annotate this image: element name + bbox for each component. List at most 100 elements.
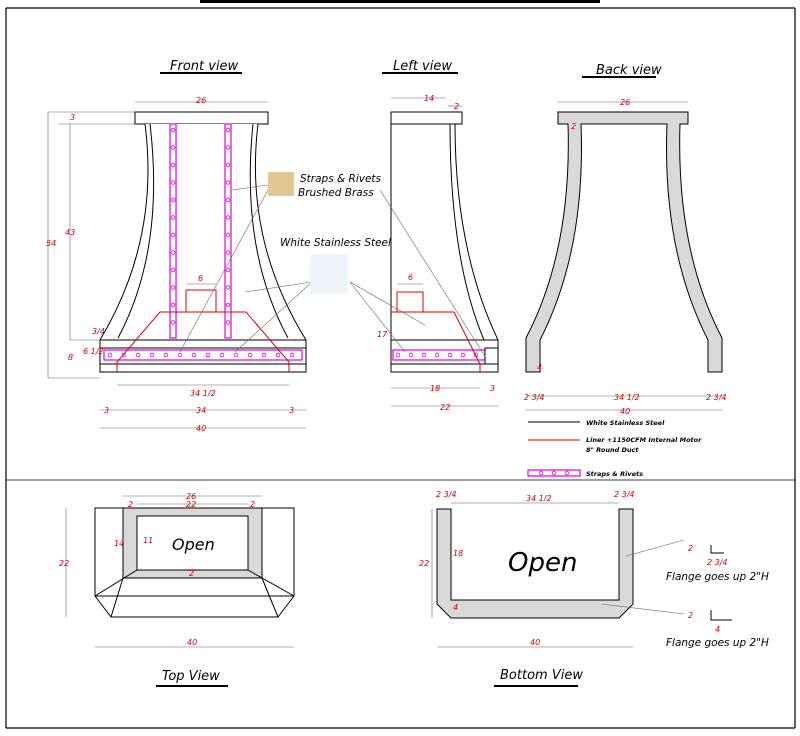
left-callout-leader-3: [379, 189, 487, 359]
strap-rivet: [170, 180, 176, 185]
callout-leader-2: [179, 189, 269, 353]
dim-left-cap: 2: [454, 102, 459, 111]
left-inner-curve: [449, 123, 485, 341]
dim-back-bottom-width: 40: [620, 407, 630, 416]
dim-left-bottom-depth: 22: [440, 403, 450, 412]
left-rivets: [395, 352, 479, 358]
dim-flange1-b: 2 3/4: [707, 558, 728, 567]
band-rivet: [408, 352, 414, 358]
dim-bottom-depth: 22: [419, 559, 429, 568]
strap-rivet: [170, 250, 176, 255]
dim-back-inner: 34 1/2: [614, 393, 640, 402]
dim-top-depth-inner: 11: [143, 536, 153, 545]
flange1-symbol: [710, 545, 724, 554]
strap-rivet: [170, 215, 176, 220]
dim-bottom-front-wall: 4: [453, 603, 458, 612]
dim-flange2-a: 2: [688, 611, 693, 620]
dim-bottom-bottom-width: 40: [530, 638, 540, 647]
dim-left-liner-depth: 18: [430, 384, 440, 393]
dim-top-front-wall: 2: [189, 569, 194, 578]
strap-rivet: [170, 162, 176, 168]
band-rivet: [261, 352, 267, 358]
dim-front-band-height: 8: [68, 353, 73, 362]
dim-front-height-total: 54: [46, 239, 56, 248]
band-rivet: [191, 352, 197, 358]
band-rivet: [421, 352, 427, 358]
dim-front-bottom-width: 40: [196, 424, 206, 433]
dim-left-duct: 6: [408, 273, 413, 282]
bottom-wall-shape: [436, 508, 634, 619]
top-bevel-bl: [110, 577, 124, 618]
dim-top-depth-outer: 14: [114, 539, 124, 548]
band-rivet: [275, 352, 281, 358]
dim-bottom-left-wall: 2 3/4: [436, 490, 457, 499]
legend-straps: Straps & Rivets: [586, 470, 643, 478]
strap-rivet: [225, 250, 231, 255]
flange-note-1: Flange goes up 2"H: [666, 571, 769, 583]
top-strip: [200, 0, 600, 3]
dim-flange2-b: 4: [715, 625, 720, 634]
front-view: Front view 26 3 43 54 3/4: [46, 59, 313, 433]
strap-rivet: [225, 127, 231, 133]
dim-back-leg-height: 4: [537, 363, 542, 372]
left-liner: [391, 311, 481, 372]
top-view-title: Top View: [162, 669, 220, 684]
top-bevel-left: [94, 569, 138, 597]
dim-left-liner-height: 17: [377, 330, 388, 339]
top-view: Open 26 22 2 2 14 11 2 22 40 Top View: [59, 492, 295, 687]
strap-rivet: [170, 127, 176, 133]
band-rivet: [205, 352, 211, 358]
dim-front-height-upper: 43: [65, 228, 75, 237]
legend-straps-swatch: [527, 469, 581, 477]
flange-note-2: Flange goes up 2"H: [666, 637, 769, 649]
brass-swatch: [268, 172, 294, 196]
left-callout-leader-1: [349, 281, 426, 326]
dim-bottom-right-wall: 2 3/4: [614, 490, 635, 499]
strap-rivet: [225, 267, 231, 273]
dim-back-right-leg: 2 3/4: [706, 393, 727, 402]
left-view: Left view 14 2 6 17 18 3 22: [349, 59, 499, 412]
top-bevel-right: [247, 569, 295, 597]
callout-leader-3: [244, 281, 313, 293]
strap-rivet: [170, 197, 176, 203]
back-frame: [558, 112, 722, 370]
strap-rivet: [225, 162, 231, 168]
strap-rivet: [170, 232, 176, 238]
back-view: Back view 26 2 4 2 3/4 34 1/2 2 3/4 40: [524, 63, 727, 416]
front-rivets: [107, 127, 295, 358]
front-strap-right: [224, 123, 232, 339]
front-view-title: Front view: [170, 59, 239, 74]
steel-callout: White Stainless Steel: [280, 237, 391, 249]
dim-front-cap: 3: [70, 113, 75, 122]
dim-top-depth-total: 22: [59, 559, 69, 568]
strap-rivet: [170, 267, 176, 273]
band-rivet: [447, 352, 453, 358]
strap-rivet: [225, 302, 231, 308]
dim-top-right-wall: 2: [250, 500, 255, 509]
band-rivet: [107, 352, 113, 358]
dim-front-top-width: 26: [196, 96, 206, 105]
band-rivet: [233, 352, 239, 358]
left-view-title: Left view: [393, 59, 452, 74]
back-view-title: Back view: [596, 63, 662, 78]
front-strap-band: [103, 349, 303, 361]
dim-back-wall: 2: [571, 122, 576, 131]
strap-rivet: [170, 320, 176, 325]
band-rivet: [219, 352, 225, 358]
flange2-symbol: [710, 610, 732, 621]
steel-swatch: [310, 254, 348, 294]
band-rivet: [395, 352, 401, 358]
strap-rivet: [170, 285, 176, 290]
strap-rivet: [225, 285, 231, 290]
dim-flange1-a: 2: [688, 544, 693, 553]
strap-rivet: [225, 145, 231, 150]
dim-left-top-depth: 14: [424, 94, 434, 103]
band-rivet: [247, 352, 253, 358]
band-rivet: [177, 352, 183, 358]
band-rivet: [163, 352, 169, 358]
legend-rivet-1: [538, 470, 544, 476]
legend-liner-line2: 8" Round Duct: [586, 446, 639, 454]
strap-rivet: [225, 215, 231, 220]
flange-leader-1: [625, 539, 685, 557]
front-body-inner-right: [249, 123, 289, 339]
